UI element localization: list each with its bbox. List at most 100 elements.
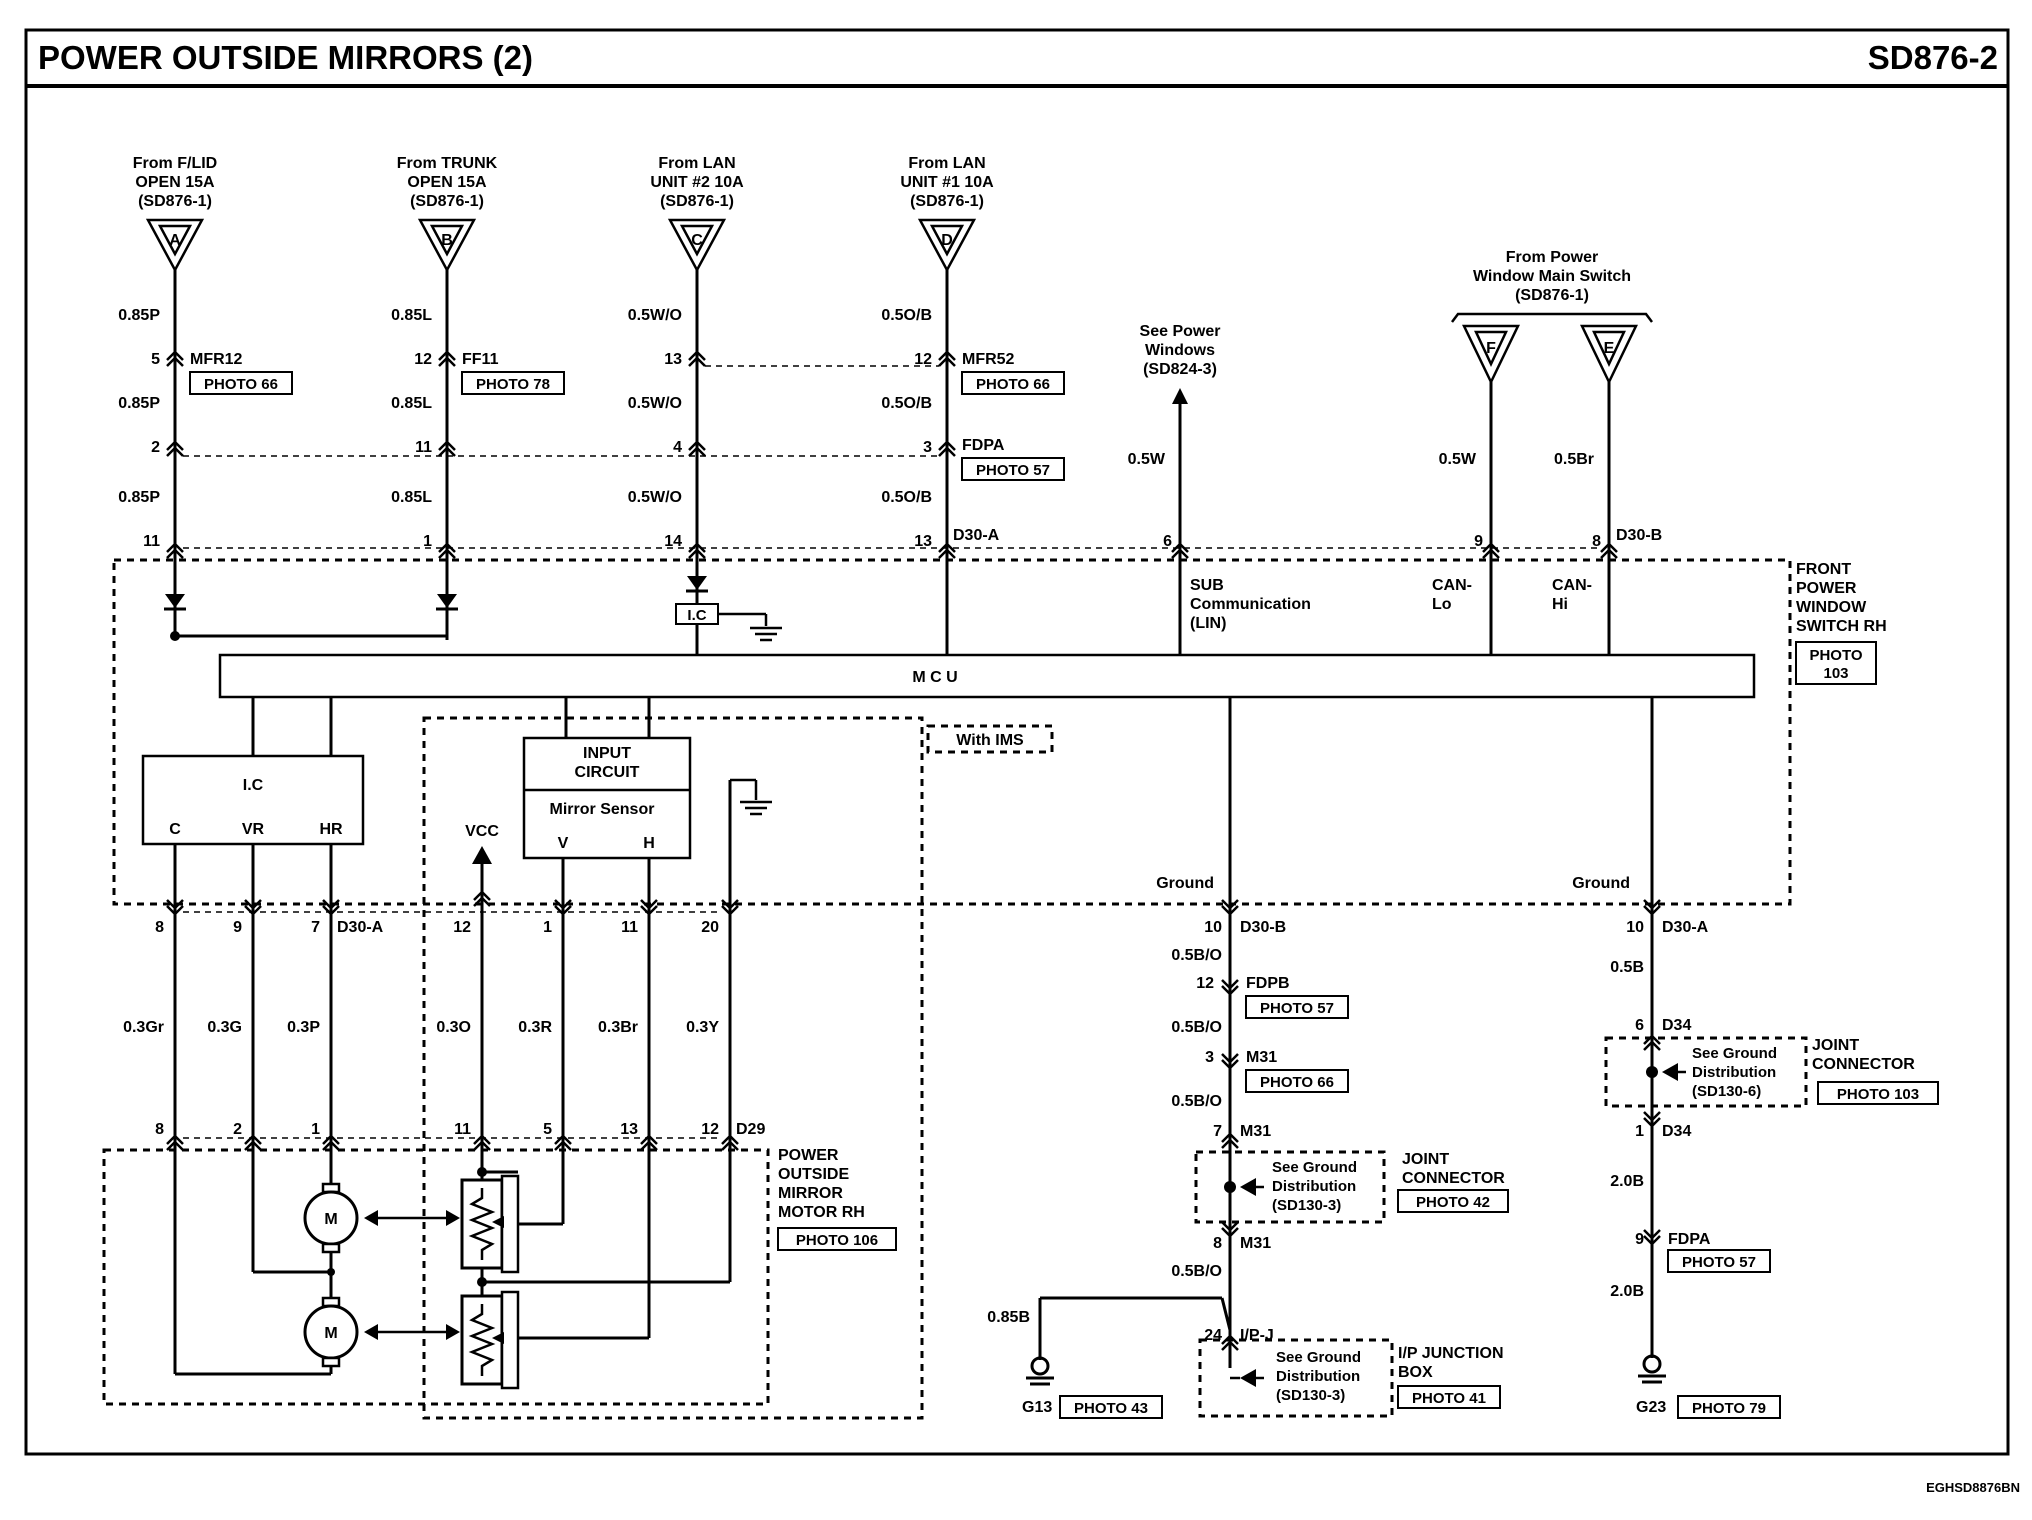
svg-text:(SD876-1): (SD876-1) [138, 193, 212, 210]
svg-text:C: C [169, 821, 181, 838]
svg-text:SWITCH RH: SWITCH RH [1796, 618, 1887, 635]
svg-text:11: 11 [143, 533, 160, 550]
svg-text:13: 13 [620, 1121, 638, 1138]
svg-text:I.C: I.C [243, 777, 264, 794]
svg-text:7: 7 [1213, 1123, 1222, 1140]
ground-symbol-ic [750, 614, 782, 642]
svg-text:PHOTO 41: PHOTO 41 [1412, 1390, 1486, 1407]
svg-text:0.5O/B: 0.5O/B [881, 395, 932, 412]
svg-text:JOINT: JOINT [1812, 1037, 1859, 1054]
svg-text:HR: HR [319, 821, 343, 838]
ground-g23-icon [1638, 1354, 1666, 1384]
svg-text:14: 14 [664, 533, 682, 550]
svg-text:PHOTO 79: PHOTO 79 [1692, 1400, 1766, 1417]
svg-text:2.0B: 2.0B [1610, 1173, 1644, 1190]
svg-text:10: 10 [1626, 919, 1644, 936]
svg-text:Window Main Switch: Window Main Switch [1473, 268, 1631, 285]
svg-text:FRONT: FRONT [1796, 561, 1851, 578]
svg-text:MOTOR RH: MOTOR RH [778, 1204, 865, 1221]
svg-text:6: 6 [1635, 1017, 1644, 1034]
svg-text:Ground: Ground [1156, 875, 1214, 892]
svg-text:M31: M31 [1240, 1235, 1271, 1252]
svg-text:D: D [941, 232, 953, 249]
svg-text:CAN-: CAN- [1552, 577, 1592, 594]
svg-text:M: M [324, 1211, 337, 1228]
svg-text:PHOTO 103: PHOTO 103 [1837, 1086, 1919, 1103]
svg-text:(SD876-1): (SD876-1) [1515, 287, 1589, 304]
svg-text:V: V [558, 835, 569, 852]
svg-text:D30-B: D30-B [1240, 919, 1286, 936]
svg-text:12: 12 [453, 919, 471, 936]
svg-text:0.3G: 0.3G [207, 1019, 242, 1036]
svg-text:PHOTO 106: PHOTO 106 [796, 1232, 878, 1249]
diode-a [164, 594, 186, 611]
svg-text:0.3P: 0.3P [287, 1019, 320, 1036]
svg-text:1: 1 [311, 1121, 320, 1138]
svg-text:0.5B/O: 0.5B/O [1171, 1019, 1222, 1036]
svg-text:Distribution: Distribution [1272, 1178, 1356, 1195]
svg-text:13: 13 [664, 351, 682, 368]
svg-text:Distribution: Distribution [1276, 1368, 1360, 1385]
ground-symbol-module [730, 778, 772, 816]
svg-text:FDPA: FDPA [962, 437, 1005, 454]
svg-text:20: 20 [701, 919, 719, 936]
svg-text:1: 1 [543, 919, 552, 936]
svg-text:From LAN: From LAN [908, 155, 985, 172]
svg-text:8: 8 [1213, 1235, 1222, 1252]
mcu-block [218, 653, 1756, 699]
svg-text:PHOTO 66: PHOTO 66 [204, 376, 278, 393]
svg-text:M31: M31 [1246, 1049, 1277, 1066]
svg-text:VR: VR [242, 821, 265, 838]
svg-text:FF11: FF11 [462, 351, 499, 368]
svg-text:2.0B: 2.0B [1610, 1283, 1644, 1300]
svg-text:PHOTO 66: PHOTO 66 [1260, 1074, 1334, 1091]
svg-text:8: 8 [155, 919, 164, 936]
svg-text:0.5W: 0.5W [1439, 451, 1477, 468]
svg-text:Lo: Lo [1432, 596, 1452, 613]
svg-text:OUTSIDE: OUTSIDE [778, 1166, 849, 1183]
svg-text:0.5O/B: 0.5O/B [881, 489, 932, 506]
svg-text:0.5B/O: 0.5B/O [1171, 1093, 1222, 1110]
svg-text:FDPA: FDPA [1668, 1231, 1711, 1248]
svg-text:0.3Gr: 0.3Gr [123, 1019, 164, 1036]
svg-text:5: 5 [151, 351, 160, 368]
svg-text:BOX: BOX [1398, 1364, 1433, 1381]
svg-text:POWER: POWER [778, 1147, 839, 1164]
mirror-motor-label: POWER OUTSIDE MIRROR MOTOR RH PHOTO 106 [777, 1147, 897, 1251]
svg-text:11: 11 [454, 1121, 471, 1138]
svg-text:9: 9 [1474, 533, 1483, 550]
svg-text:Mirror Sensor: Mirror Sensor [550, 801, 655, 818]
svg-text:INPUT: INPUT [583, 745, 631, 762]
svg-text:M: M [324, 1325, 337, 1342]
svg-text:PHOTO 42: PHOTO 42 [1416, 1194, 1490, 1211]
svg-text:12: 12 [1196, 975, 1214, 992]
svg-text:Distribution: Distribution [1692, 1064, 1776, 1081]
svg-text:11: 11 [621, 919, 638, 936]
svg-text:D34: D34 [1662, 1017, 1691, 1034]
svg-text:9: 9 [1635, 1231, 1644, 1248]
svg-text:0.85P: 0.85P [118, 307, 160, 324]
svg-text:H: H [643, 835, 655, 852]
svg-text:0.5W/O: 0.5W/O [628, 395, 682, 412]
svg-text:PHOTO 57: PHOTO 57 [976, 462, 1050, 479]
ground-path-b [1221, 899, 1239, 1351]
inline-connectors-mirror [166, 890, 739, 1151]
svg-text:Hi: Hi [1552, 596, 1568, 613]
page-frame [24, 28, 2010, 1456]
svg-text:4: 4 [673, 439, 682, 456]
svg-text:From F/LID: From F/LID [133, 155, 217, 172]
svg-text:0.3Y: 0.3Y [686, 1019, 719, 1036]
svg-text:A: A [169, 232, 181, 249]
svg-text:(SD130-6): (SD130-6) [1692, 1083, 1761, 1100]
svg-text:M31: M31 [1240, 1123, 1271, 1140]
ic-block [141, 754, 365, 846]
svg-text:D29: D29 [736, 1121, 765, 1138]
svg-text:3: 3 [1205, 1049, 1214, 1066]
svg-text:JOINT: JOINT [1402, 1151, 1449, 1168]
svg-text:CAN-: CAN- [1432, 577, 1472, 594]
see-power-windows: See Power Windows (SD824-3) [1140, 323, 1220, 404]
svg-text:8: 8 [1592, 533, 1601, 550]
svg-text:0.85L: 0.85L [391, 395, 432, 412]
svg-text:Communication: Communication [1190, 596, 1311, 613]
svg-text:0.5Br: 0.5Br [1554, 451, 1594, 468]
